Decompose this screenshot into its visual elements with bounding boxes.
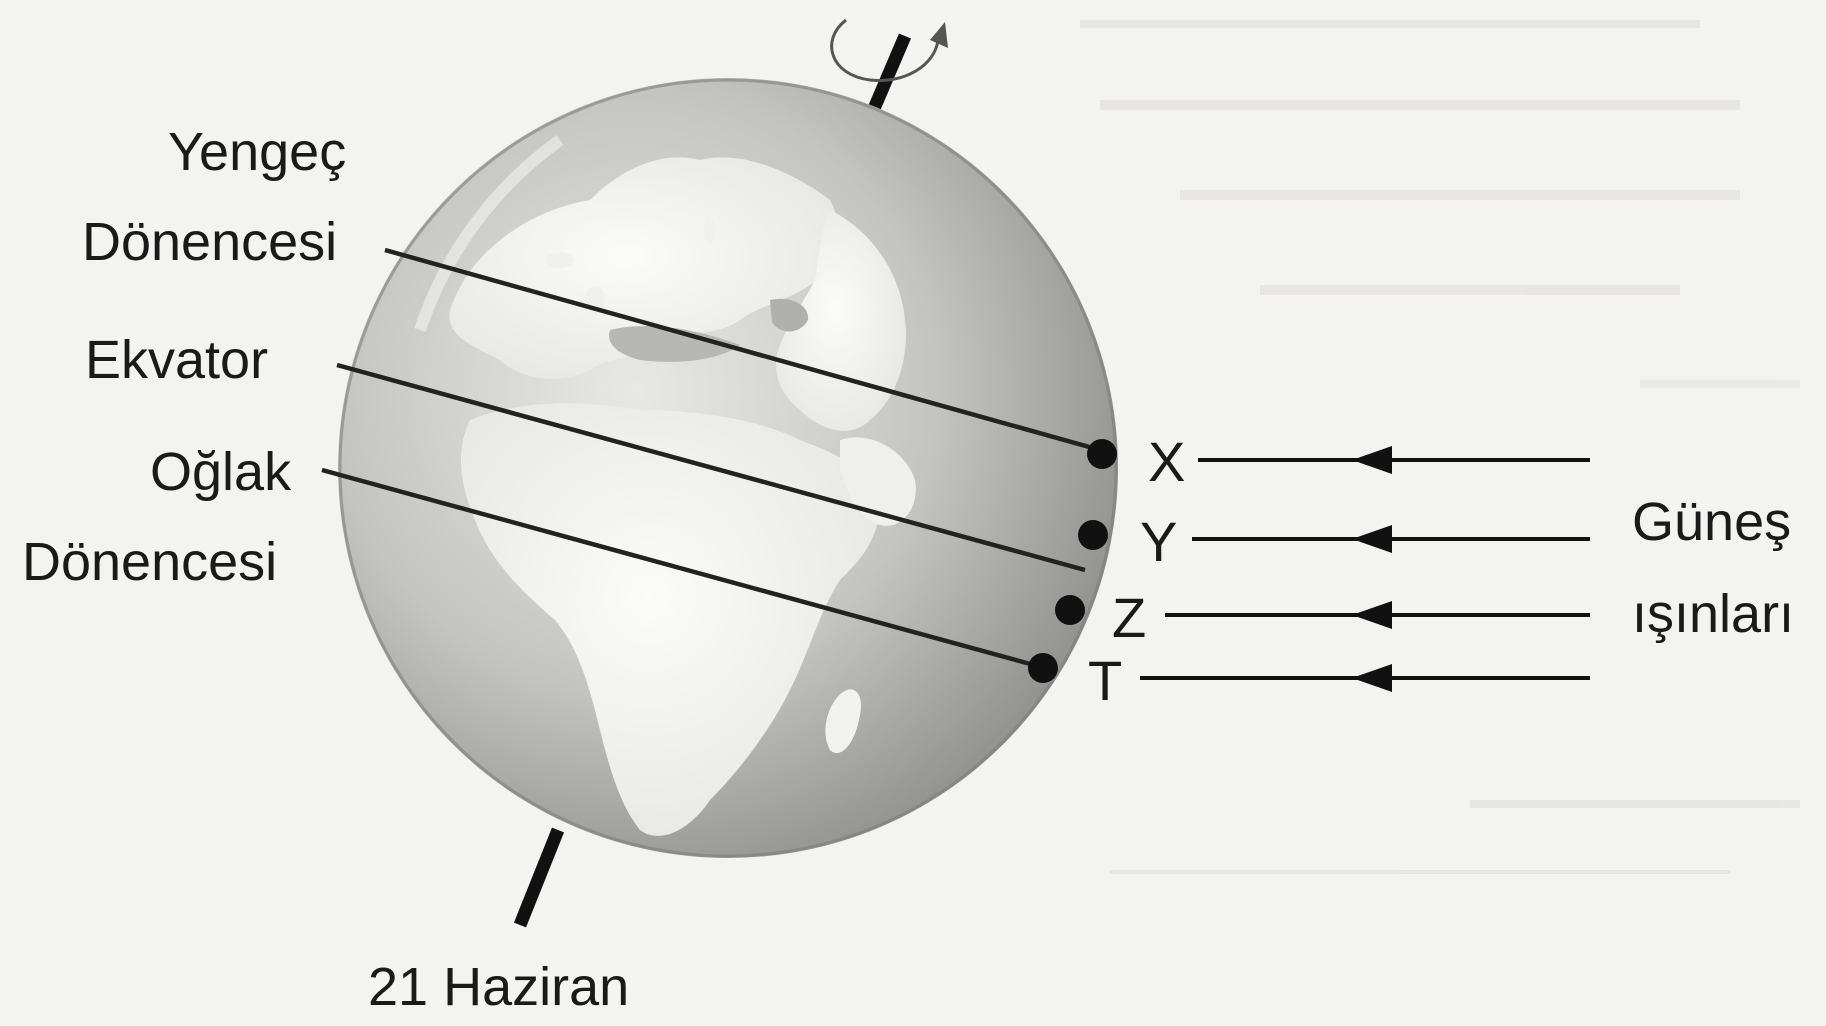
globe — [338, 78, 1118, 858]
point-t-label: T — [1088, 649, 1122, 712]
point-y-dot — [1078, 520, 1108, 550]
point-z-dot — [1055, 595, 1085, 625]
point-x-dot — [1087, 439, 1117, 469]
arrow-left-icon — [1352, 664, 1392, 692]
earth-axis-bottom — [520, 830, 558, 925]
sun-rays-label-line1: Güneş — [1632, 492, 1791, 552]
arrow-left-icon — [1352, 446, 1392, 474]
point-y-label: Y — [1140, 510, 1177, 573]
tropic-cancer-label-line1: Yengeç — [168, 122, 346, 182]
point-z-label: Z — [1112, 586, 1146, 649]
arrow-left-icon — [1352, 525, 1392, 553]
date-label: 21 Haziran — [368, 957, 629, 1017]
tropic-capricorn-label-line1: Oğlak — [150, 442, 292, 502]
rotation-arrow-icon — [930, 22, 948, 48]
sun-rays — [1140, 446, 1590, 692]
background-ghost-text — [1080, 20, 1800, 874]
tropic-capricorn-label-line2: Dönencesi — [22, 532, 277, 592]
tropic-cancer-label-line2: Dönencesi — [82, 212, 337, 272]
equator-label: Ekvator — [85, 330, 268, 390]
point-x-label: X — [1148, 430, 1185, 493]
point-t-dot — [1028, 653, 1058, 683]
sun-rays-label-line2: ışınları — [1632, 584, 1794, 644]
arrow-left-icon — [1352, 601, 1392, 629]
